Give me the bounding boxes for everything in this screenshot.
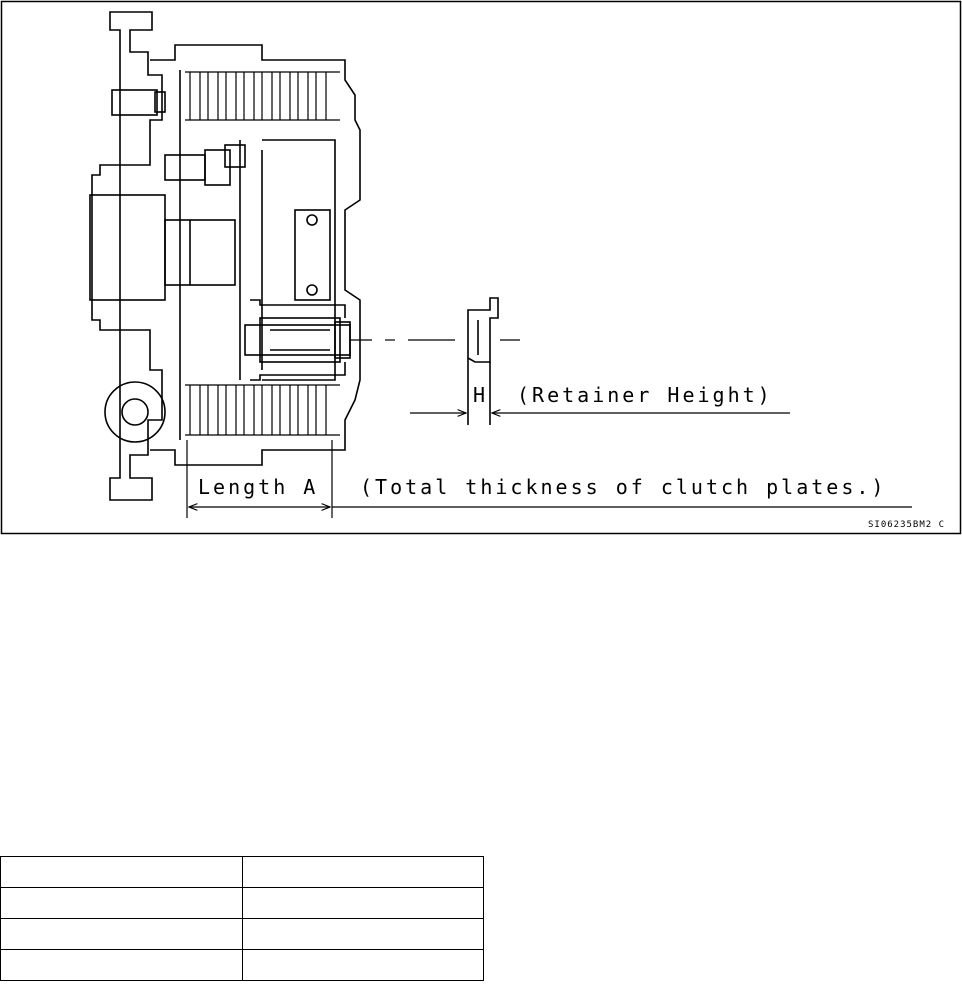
clutch-plates-top [185,71,340,121]
height-label: H [473,383,488,407]
height-note: (Retainer Height) [517,383,773,407]
figure-frame [0,0,962,535]
table-row [0,949,484,981]
clutch-cross-section-diagram: H (Retainer Height) Length A (Total thic… [0,0,962,535]
length-dimension [186,440,912,518]
length-note: (Total thickness of clutch plates.) [360,475,886,499]
length-label: Length A [198,475,318,499]
table-row [0,887,484,919]
table-cell [0,887,243,919]
table-cell [0,949,243,981]
table-cell [0,856,243,888]
table-cell [241,918,484,950]
table-cell [241,856,484,888]
spec-table [0,856,484,981]
clutch-housing [89,11,361,501]
retainer-part [467,297,499,425]
table-cell [241,887,484,919]
table-cell [0,918,243,950]
table-row [0,918,484,950]
table-row [0,856,484,888]
clutch-plates-bottom [185,384,340,436]
table-cell [241,949,484,981]
figure-code: SI06235BM2 C [868,520,945,530]
